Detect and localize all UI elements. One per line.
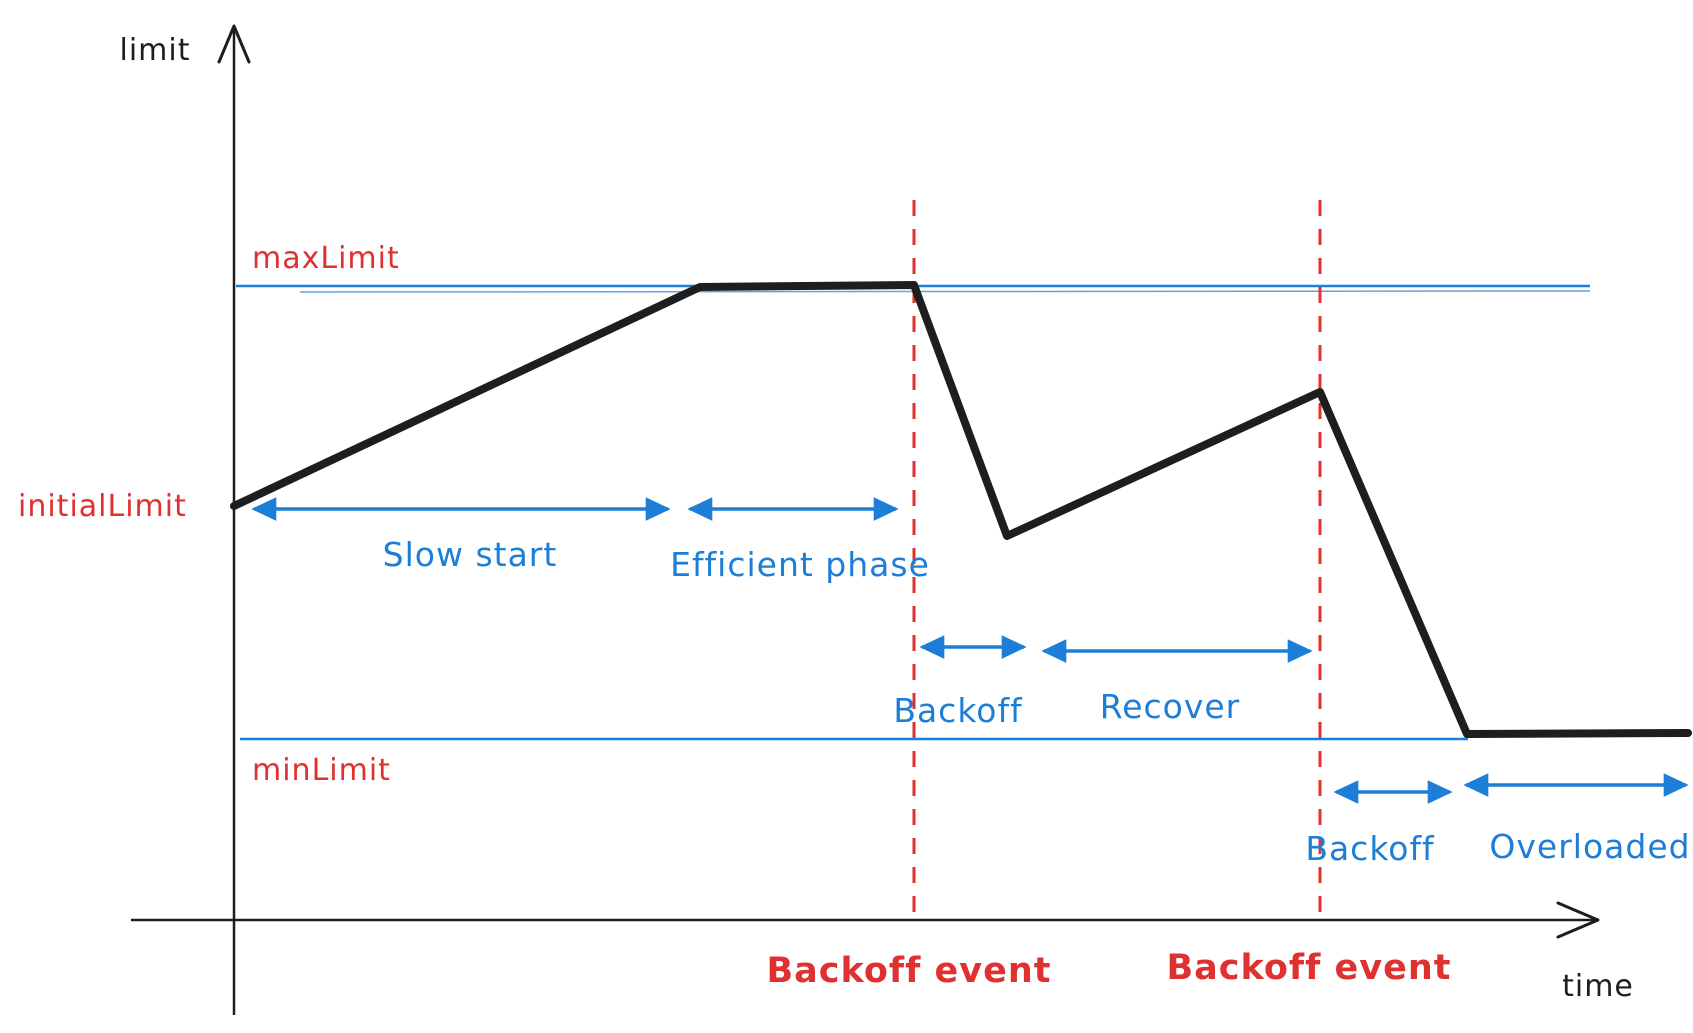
y-axis-label: limit xyxy=(120,33,191,68)
max-limit-label: maxLimit xyxy=(252,241,400,276)
backoff-event-label-1: Backoff event xyxy=(766,951,1051,991)
phase-label-backoff-1: Backoff xyxy=(893,691,1023,730)
phase-label-backoff-2: Backoff xyxy=(1305,829,1435,868)
phase-label-recover: Recover xyxy=(1100,687,1240,726)
phase-label-slow-start: Slow start xyxy=(383,535,558,574)
x-axis-label: time xyxy=(1562,969,1634,1004)
phase-label-overloaded: Overloaded xyxy=(1489,827,1690,866)
initial-limit-label: initialLimit xyxy=(18,489,187,524)
limit-curve xyxy=(230,281,1692,738)
y-axis-arrowhead-icon xyxy=(217,24,251,64)
x-axis-arrowhead-icon xyxy=(1556,901,1600,939)
max-limit-line-echo xyxy=(299,290,1591,293)
min-limit-label: minLimit xyxy=(252,753,391,788)
phase-label-efficient-phase: Efficient phase xyxy=(670,545,930,584)
backoff-event-label-2: Backoff event xyxy=(1166,948,1451,988)
